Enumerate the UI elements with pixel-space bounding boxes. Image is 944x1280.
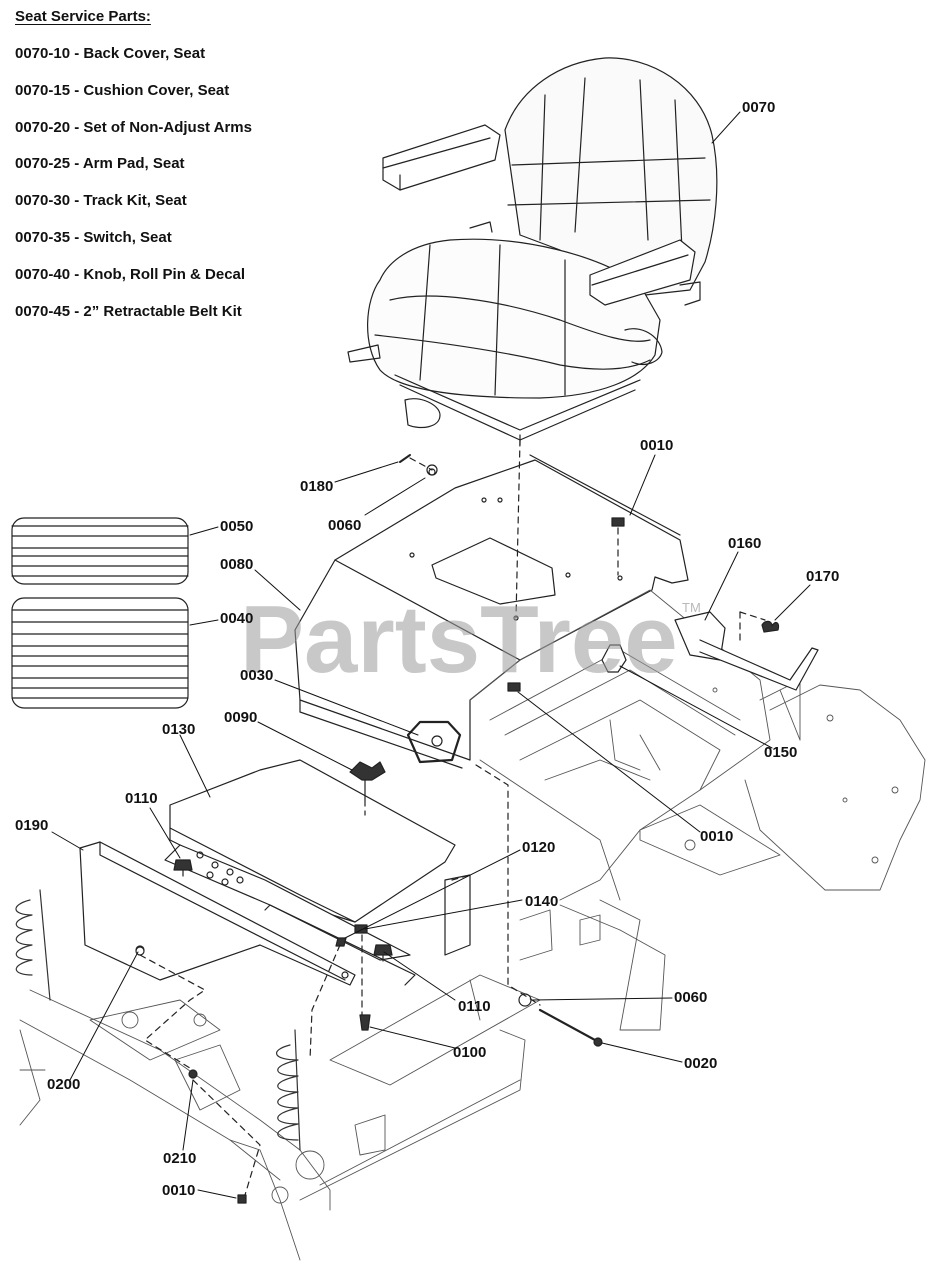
nut-0010-bottom[interactable] bbox=[237, 1194, 247, 1204]
nut-0010-top[interactable] bbox=[611, 517, 625, 527]
callout-0010-mid[interactable]: 0010 bbox=[700, 828, 733, 845]
callout-0140[interactable]: 0140 bbox=[525, 893, 558, 910]
watermark: PartsTree bbox=[240, 586, 678, 693]
service-part-0070-40[interactable]: 0070-40 - Knob, Roll Pin & Decal bbox=[15, 265, 246, 283]
callout-0130[interactable]: 0130 bbox=[162, 721, 195, 738]
callout-0080[interactable]: 0080 bbox=[220, 556, 253, 573]
callout-0200[interactable]: 0200 bbox=[47, 1076, 80, 1093]
mower-frame-drawing[interactable] bbox=[19, 589, 926, 1261]
nut-0210[interactable] bbox=[188, 1069, 198, 1079]
callout-0110-mid[interactable]: 0110 bbox=[458, 998, 491, 1015]
watermark-tm: TM bbox=[682, 600, 701, 615]
nut-0010-mid[interactable] bbox=[507, 682, 521, 692]
seat-pan-drawing[interactable] bbox=[294, 454, 689, 769]
callout-0180[interactable]: 0180 bbox=[300, 478, 333, 495]
service-part-0070-30[interactable]: 0070-30 - Track Kit, Seat bbox=[15, 192, 187, 210]
callout-0010-top[interactable]: 0010 bbox=[640, 437, 673, 454]
callout-0110-left[interactable]: 0110 bbox=[125, 790, 158, 807]
bushing-0110-left[interactable] bbox=[173, 859, 193, 871]
pin-0180[interactable] bbox=[399, 454, 411, 463]
callout-0160[interactable]: 0160 bbox=[728, 535, 761, 552]
bolt-0020[interactable] bbox=[538, 1008, 597, 1042]
bumper-0150[interactable] bbox=[601, 644, 627, 673]
callout-0100[interactable]: 0100 bbox=[453, 1044, 486, 1061]
washer-0060-top[interactable] bbox=[426, 464, 438, 476]
seat-service-parts-list: Seat Service Parts: 0070-10 - Back Cover… bbox=[15, 8, 252, 338]
callout-0190[interactable]: 0190 bbox=[15, 817, 48, 834]
callout-0040[interactable]: 0040 bbox=[220, 610, 253, 627]
callout-0150[interactable]: 0150 bbox=[764, 744, 797, 761]
callout-0030[interactable]: 0030 bbox=[240, 667, 273, 684]
callout-0060-top[interactable]: 0060 bbox=[328, 517, 361, 534]
callout-0010-bottom[interactable]: 0010 bbox=[162, 1182, 195, 1199]
shock-spring-right[interactable] bbox=[276, 1029, 301, 1151]
spring-0170[interactable] bbox=[761, 620, 780, 633]
callout-0060-bottom[interactable]: 0060 bbox=[674, 989, 707, 1006]
shock-spring-left[interactable] bbox=[15, 889, 51, 1001]
callout-leader-lines bbox=[51, 111, 811, 1199]
callout-0020[interactable]: 0020 bbox=[684, 1055, 717, 1072]
callout-0210[interactable]: 0210 bbox=[163, 1150, 196, 1167]
service-part-0070-35[interactable]: 0070-35 - Switch, Seat bbox=[15, 228, 172, 246]
service-parts-heading: Seat Service Parts: bbox=[15, 8, 151, 25]
decal-0050-drawing[interactable] bbox=[11, 517, 189, 585]
knob-0090[interactable] bbox=[349, 761, 386, 781]
callout-0070[interactable]: 0070 bbox=[742, 99, 775, 116]
callout-0120[interactable]: 0120 bbox=[522, 839, 555, 856]
service-part-0070-15[interactable]: 0070-15 - Cushion Cover, Seat bbox=[15, 81, 230, 99]
bolt-0020-head bbox=[593, 1037, 603, 1047]
service-part-0070-10[interactable]: 0070-10 - Back Cover, Seat bbox=[15, 45, 206, 62]
service-part-0070-45[interactable]: 0070-45 - 2” Retractable Belt Kit bbox=[15, 302, 242, 320]
bottom-plate-drawing[interactable] bbox=[169, 759, 456, 923]
latch-0030[interactable] bbox=[406, 720, 462, 764]
callout-0050[interactable]: 0050 bbox=[220, 518, 253, 535]
rod-0150[interactable] bbox=[699, 639, 819, 691]
callout-0170[interactable]: 0170 bbox=[806, 568, 839, 585]
service-part-0070-20[interactable]: 0070-20 - Set of Non-Adjust Arms bbox=[15, 118, 252, 136]
seat-assembly-drawing[interactable] bbox=[347, 57, 718, 446]
latch-bolt bbox=[431, 735, 443, 747]
assembly-lines bbox=[139, 439, 766, 1196]
callout-0090[interactable]: 0090 bbox=[224, 709, 257, 726]
service-part-0070-25[interactable]: 0070-25 - Arm Pad, Seat bbox=[15, 155, 185, 173]
bushing-0110-mid[interactable] bbox=[373, 944, 393, 956]
bolt-0100[interactable] bbox=[359, 1014, 371, 1031]
decal-0040-drawing[interactable] bbox=[11, 597, 189, 709]
nut-0120[interactable] bbox=[335, 937, 347, 947]
